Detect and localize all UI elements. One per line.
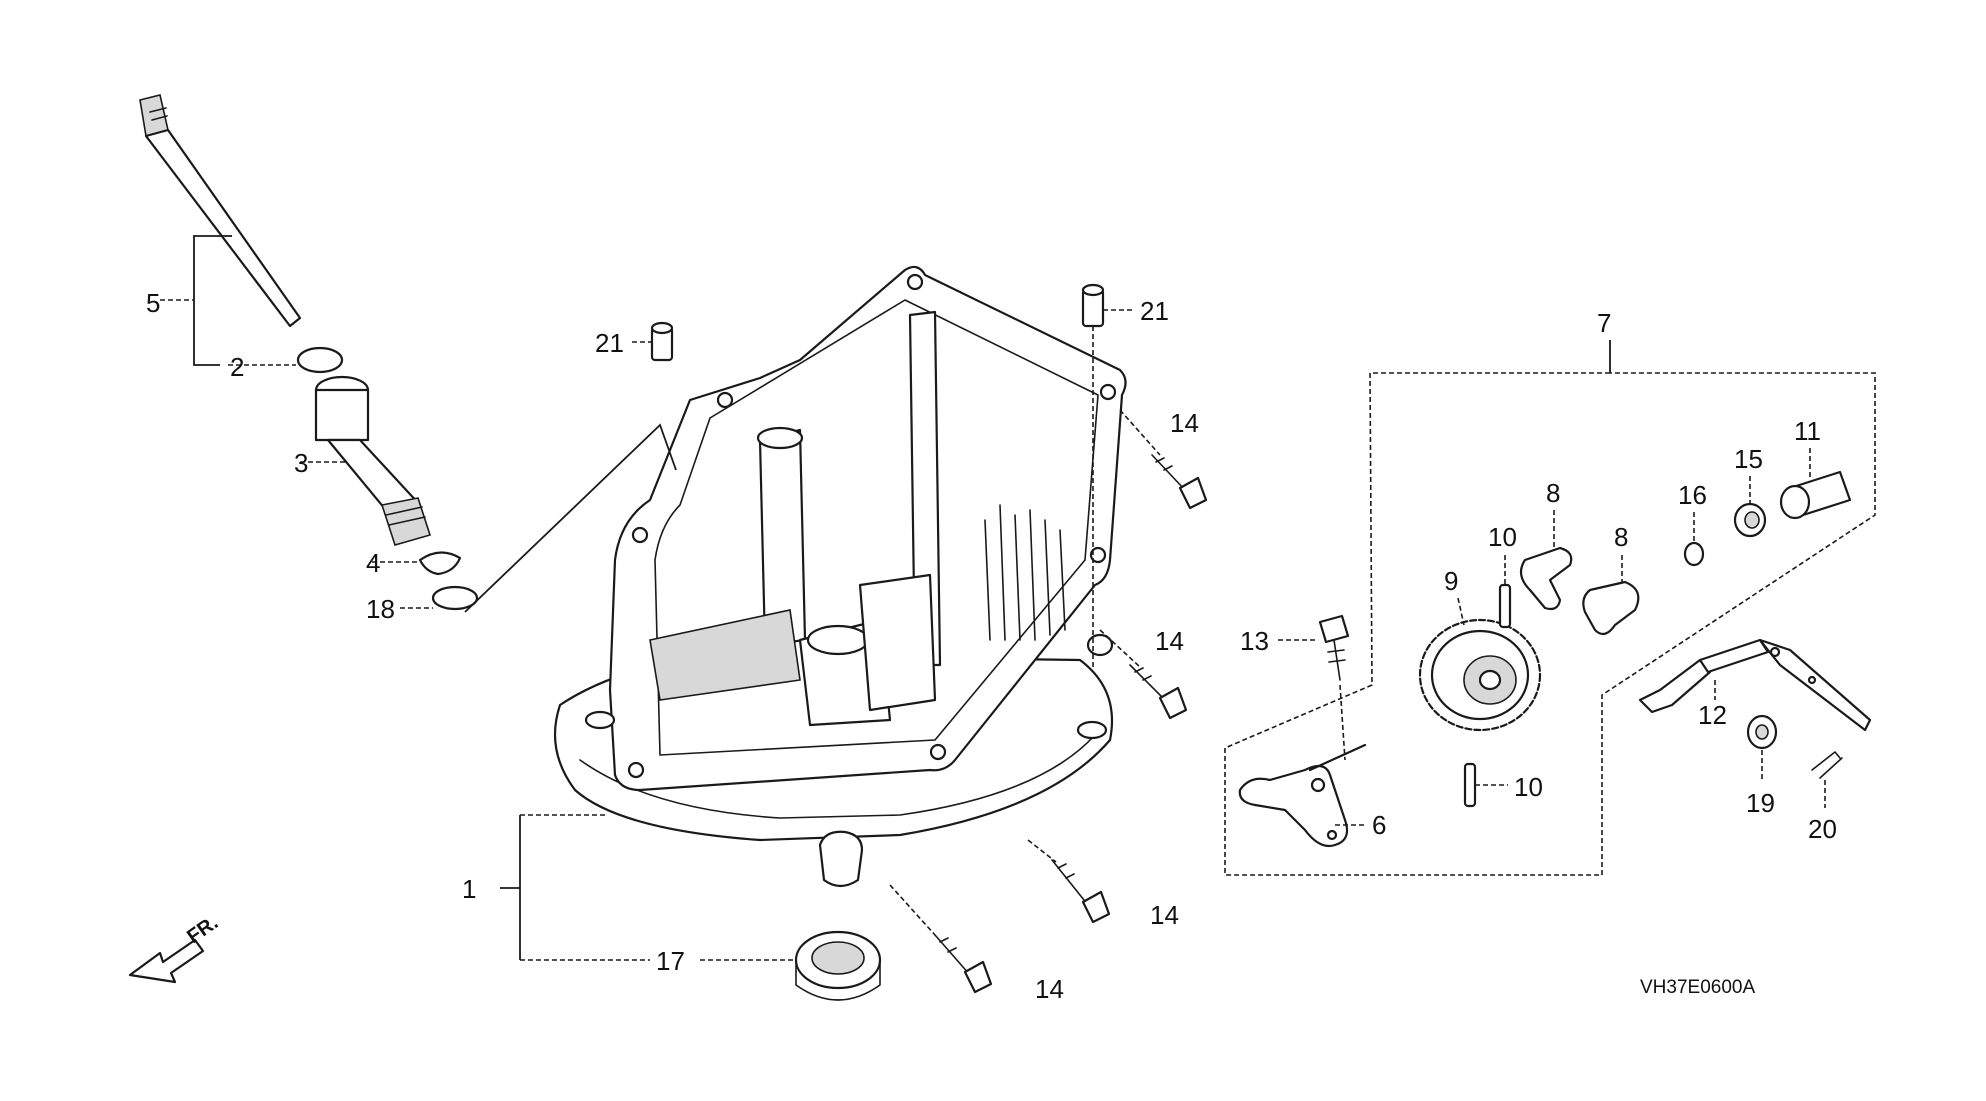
governor-weight-a-part: [1519, 546, 1573, 611]
governor-weight-b-part: [1582, 580, 1640, 636]
callout-numbers: 5 2 3 4 18 21 21 14 14 14 14 1 17 7 13 6…: [146, 288, 1837, 1004]
callout-3: 3: [294, 448, 308, 478]
callout-10a: 10: [1488, 522, 1517, 552]
callout-5: 5: [146, 288, 160, 318]
callout-8a: 8: [1546, 478, 1560, 508]
front-direction-arrow-icon: [128, 938, 205, 984]
arm-clip-part: [1811, 751, 1843, 779]
callout-21b: 21: [1140, 296, 1169, 326]
callout-12: 12: [1698, 700, 1727, 730]
dowel-pin-right-part: [1081, 283, 1105, 328]
flange-bolt-middle-part: [1129, 664, 1188, 720]
washer-small-part: [1683, 541, 1705, 567]
washer-part: [1746, 714, 1778, 750]
pin-lower-part: [1463, 762, 1477, 808]
leader-lines: [160, 235, 1876, 961]
callout-6: 6: [1372, 810, 1386, 840]
oil-filler-tube-part: [314, 375, 432, 546]
callout-14a: 14: [1170, 408, 1199, 438]
callout-15: 15: [1734, 444, 1763, 474]
callout-10b: 10: [1514, 772, 1543, 802]
callout-20: 20: [1808, 814, 1837, 844]
callout-9: 9: [1444, 566, 1458, 596]
callout-14d: 14: [1035, 974, 1064, 1004]
callout-11: 11: [1794, 416, 1821, 446]
o-ring-part: [296, 346, 344, 374]
callout-14c: 14: [1150, 900, 1179, 930]
governor-arm-part: [1638, 638, 1872, 732]
callout-8b: 8: [1614, 522, 1628, 552]
flange-bolt-bottom-part: [934, 934, 993, 994]
governor-gear-part: [1418, 618, 1542, 732]
nut-part: [1733, 502, 1767, 538]
oil-seal-part: [794, 930, 882, 1001]
pin-upper-part: [1498, 583, 1512, 629]
callout-14b: 14: [1155, 626, 1184, 656]
callout-19: 19: [1746, 788, 1775, 818]
diagram-code: VH37E0600A: [1640, 977, 1755, 998]
callout-13: 13: [1240, 626, 1269, 656]
callout-18: 18: [366, 594, 395, 624]
collar-part: [1779, 470, 1852, 520]
callout-21a: 21: [595, 328, 624, 358]
governor-bolt-part: [1318, 614, 1350, 681]
clip-part: [418, 551, 462, 576]
front-marker-label: FR.: [183, 912, 222, 949]
dowel-pin-left-part: [650, 321, 674, 362]
callout-1: 1: [462, 874, 476, 904]
callout-17: 17: [656, 946, 685, 976]
flange-bolt-lower-right-part: [1051, 859, 1111, 924]
flange-bolt-upper-part: [1151, 454, 1208, 510]
callout-7: 7: [1597, 308, 1611, 338]
callout-2: 2: [230, 352, 244, 382]
crankcase-cover-part: [553, 265, 1127, 888]
dipstick-part: [139, 94, 302, 328]
gasket-ring-part: [431, 585, 479, 611]
callout-4: 4: [366, 548, 380, 578]
governor-arm-plate-part: [1238, 743, 1367, 848]
callout-16: 16: [1678, 480, 1707, 510]
